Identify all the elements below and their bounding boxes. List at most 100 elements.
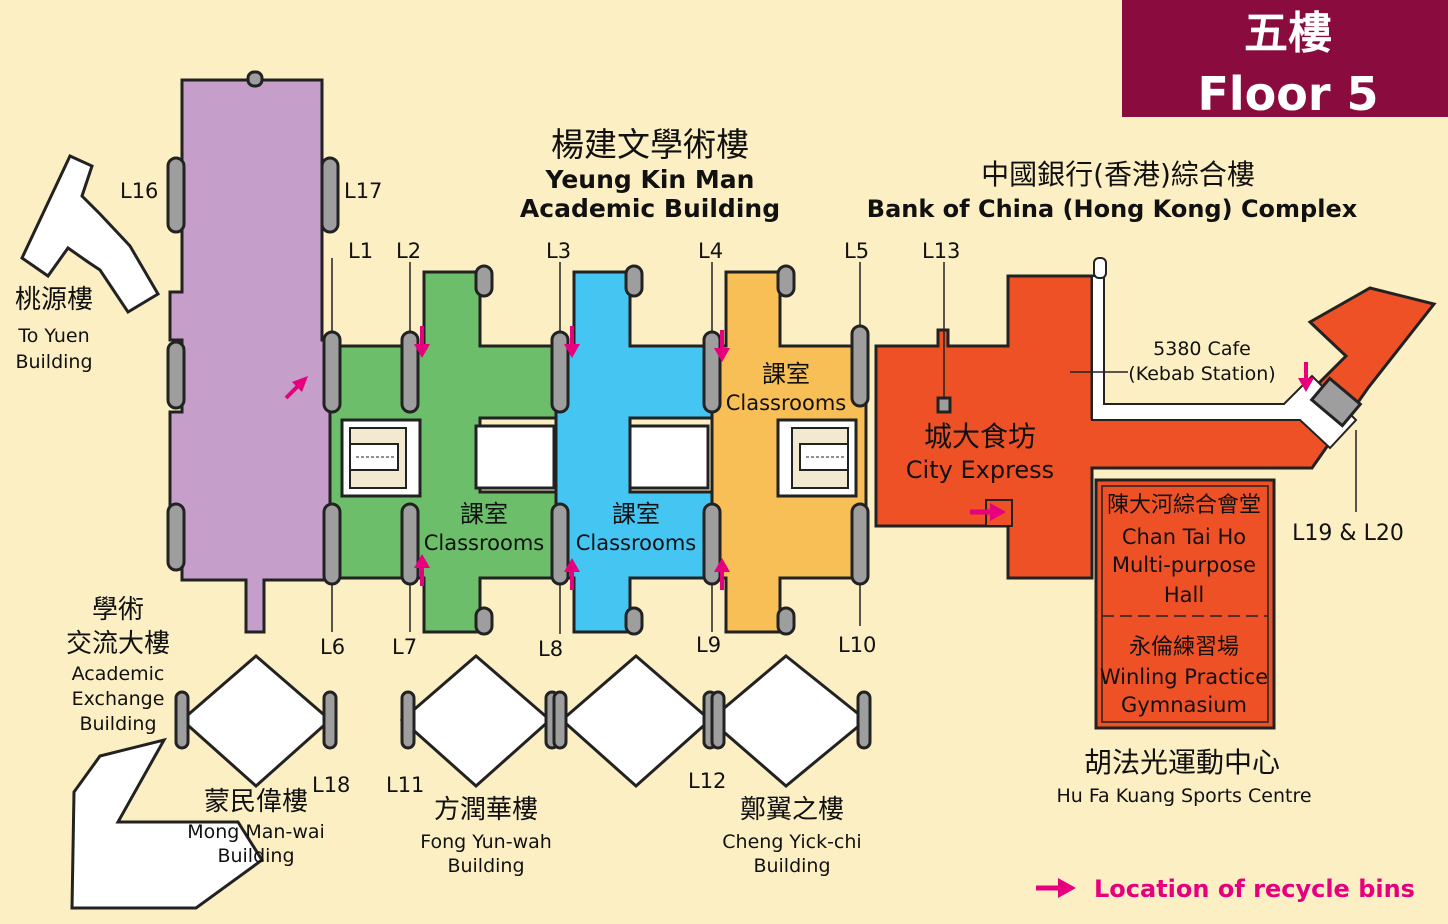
fong-yun-wah-en2: Building [447,855,524,877]
lift-label-L8: L8 [538,637,563,661]
courtyard-blue-amber [628,424,710,490]
fong-yun-wah-diamond-right[interactable] [559,654,713,789]
classrooms-3-zh: 課室 [762,360,810,388]
lift-bar-green-bottom[interactable] [474,606,494,636]
recycle-arrow-icon[interactable] [1298,362,1314,392]
hall-en2: Multi-purpose [1112,553,1256,577]
lift-label-L6: L6 [320,635,345,659]
lift-bar-L13[interactable] [936,396,952,414]
city-express-zh: 城大食坊 [924,420,1036,453]
city-express-en: City Express [906,456,1054,484]
stair-block-left [340,418,422,498]
fong-yun-wah-diamond-left[interactable] [399,654,553,789]
recycle-arrow-icon[interactable] [284,376,308,400]
academic-exchange-zh1: 學術 [92,595,144,625]
classrooms-label-3: 課室 Classrooms [726,360,847,415]
recycle-arrow-icon [1036,878,1076,898]
hu-fa-kuang-label: 胡法光運動中心 Hu Fa Kuang Sports Centre [1056,746,1311,807]
fong-yun-wah-en1: Fong Yun-wah [420,831,552,853]
legend-recycle-bins-label: Location of recycle bins [1094,875,1415,903]
gymnasium-label: 永倫練習場 Winling Practice Gymnasium [1100,635,1268,717]
label-leader-lines [331,258,1357,634]
lift-bar-L18[interactable] [322,690,338,750]
lift-bar-blue-top[interactable] [624,264,644,298]
lift-bar-L4[interactable] [702,330,722,414]
recycle-arrow-icon[interactable] [564,558,580,590]
academic-exchange-label: 學術 交流大樓 Academic Exchange Building [66,595,170,735]
bank-of-china-zh: 中國銀行(香港)綜合樓 [981,158,1255,191]
classrooms-1-zh: 課室 [460,500,508,528]
hu-fa-kuang-en: Hu Fa Kuang Sports Centre [1056,785,1311,807]
lift-bar-amber-bottom[interactable] [776,606,796,636]
recycle-arrow-icon[interactable] [564,326,580,358]
to-yuen-en1: To Yuen [17,325,89,347]
hall-zh: 陳大河綜合會堂 [1107,493,1261,518]
lift-label-L17: L17 [344,179,382,203]
bank-of-china-label: 中國銀行(香港)綜合樓 Bank of China (Hong Kong) Co… [867,158,1358,223]
lift-bar-purple-left-mid[interactable] [166,340,186,410]
lift-label-L10: L10 [838,633,876,657]
lift-bar-L19-L20[interactable] [1309,376,1363,428]
classrooms-3-en: Classrooms [726,391,847,415]
hu-fa-kuang-zh: 胡法光運動中心 [1084,746,1280,779]
lift-bar-L10[interactable] [850,502,870,586]
lift-bar-L12-b[interactable] [710,690,726,750]
stair-block-right [776,418,858,498]
lift-bar-blue-bottom[interactable] [624,606,644,636]
lift-bar-L6[interactable] [322,502,342,586]
bank-of-china-en: Bank of China (Hong Kong) Complex [867,195,1358,223]
academic-exchange-diamond[interactable] [179,654,333,789]
lift-bar-L1[interactable] [322,330,342,414]
hall-en1: Chan Tai Ho [1122,525,1246,549]
lift-bar-L17[interactable] [320,156,340,234]
lift-label-L4: L4 [698,239,723,263]
lift-bar-cheng-right[interactable] [856,690,872,750]
recycle-arrow-icon[interactable] [970,499,1013,527]
lift-bar-L7[interactable] [400,502,420,586]
classrooms-label-1: 課室 Classrooms [424,500,545,555]
bank-of-china-zone[interactable] [874,257,1437,580]
academic-exchange-en3: Building [79,713,156,735]
bank-of-china-shape [874,274,1437,580]
cafe-line2: (Kebab Station) [1128,363,1275,385]
lift-label-L2: L2 [396,239,421,263]
lift-bar-L18-left[interactable] [174,690,190,750]
top-knob [246,70,264,88]
hall-en3: Hall [1164,583,1204,607]
mong-man-wai-building-shape[interactable] [70,737,265,910]
floor-badge-background [1122,0,1448,117]
mong-man-wai-en1: Mong Man-wai [187,821,325,843]
green-zone[interactable] [328,270,558,634]
purple-zone[interactable] [168,70,332,634]
lift-bar-amber-top[interactable] [776,264,796,298]
cheng-yick-chi-diamond[interactable] [707,654,869,788]
lift-label-L12: L12 [688,769,726,793]
blue-zone[interactable] [554,270,714,634]
lift-bar-L16[interactable] [166,156,186,234]
recycle-arrow-icon[interactable] [414,554,430,586]
classrooms-2-en: Classrooms [576,531,697,555]
lift-label-L16: L16 [120,179,158,203]
hu-fa-kuang-sports-centre-box[interactable] [1094,478,1276,730]
classrooms-2-zh: 課室 [612,500,660,528]
recycle-arrow-icon[interactable] [414,326,430,358]
recycle-arrow-icon[interactable] [714,558,730,590]
lift-bar-L5[interactable] [850,324,870,408]
to-yuen-en2: Building [15,351,92,373]
lift-label-L18: L18 [312,773,350,797]
courtyard-green-blue [474,424,556,490]
to-yuen-building-shape[interactable] [20,154,161,315]
mong-man-wai-zh: 蒙民偉樓 [204,787,308,817]
lift-bar-purple-left-low[interactable] [166,502,186,572]
lift-label-L9: L9 [696,633,721,657]
lift-label-L1: L1 [348,239,373,263]
lift-bar-fong-mid[interactable] [552,690,568,750]
lift-bar-green-top[interactable] [474,264,494,298]
lift-label-L7: L7 [392,635,417,659]
cheng-yick-chi-en1: Cheng Yick-chi [722,831,861,853]
yeung-kin-man-en1: Yeung Kin Man [545,165,755,194]
gym-en1: Winling Practice [1100,665,1268,689]
recycle-arrow-icon[interactable] [714,330,730,362]
lift-bar-L11[interactable] [400,690,416,750]
